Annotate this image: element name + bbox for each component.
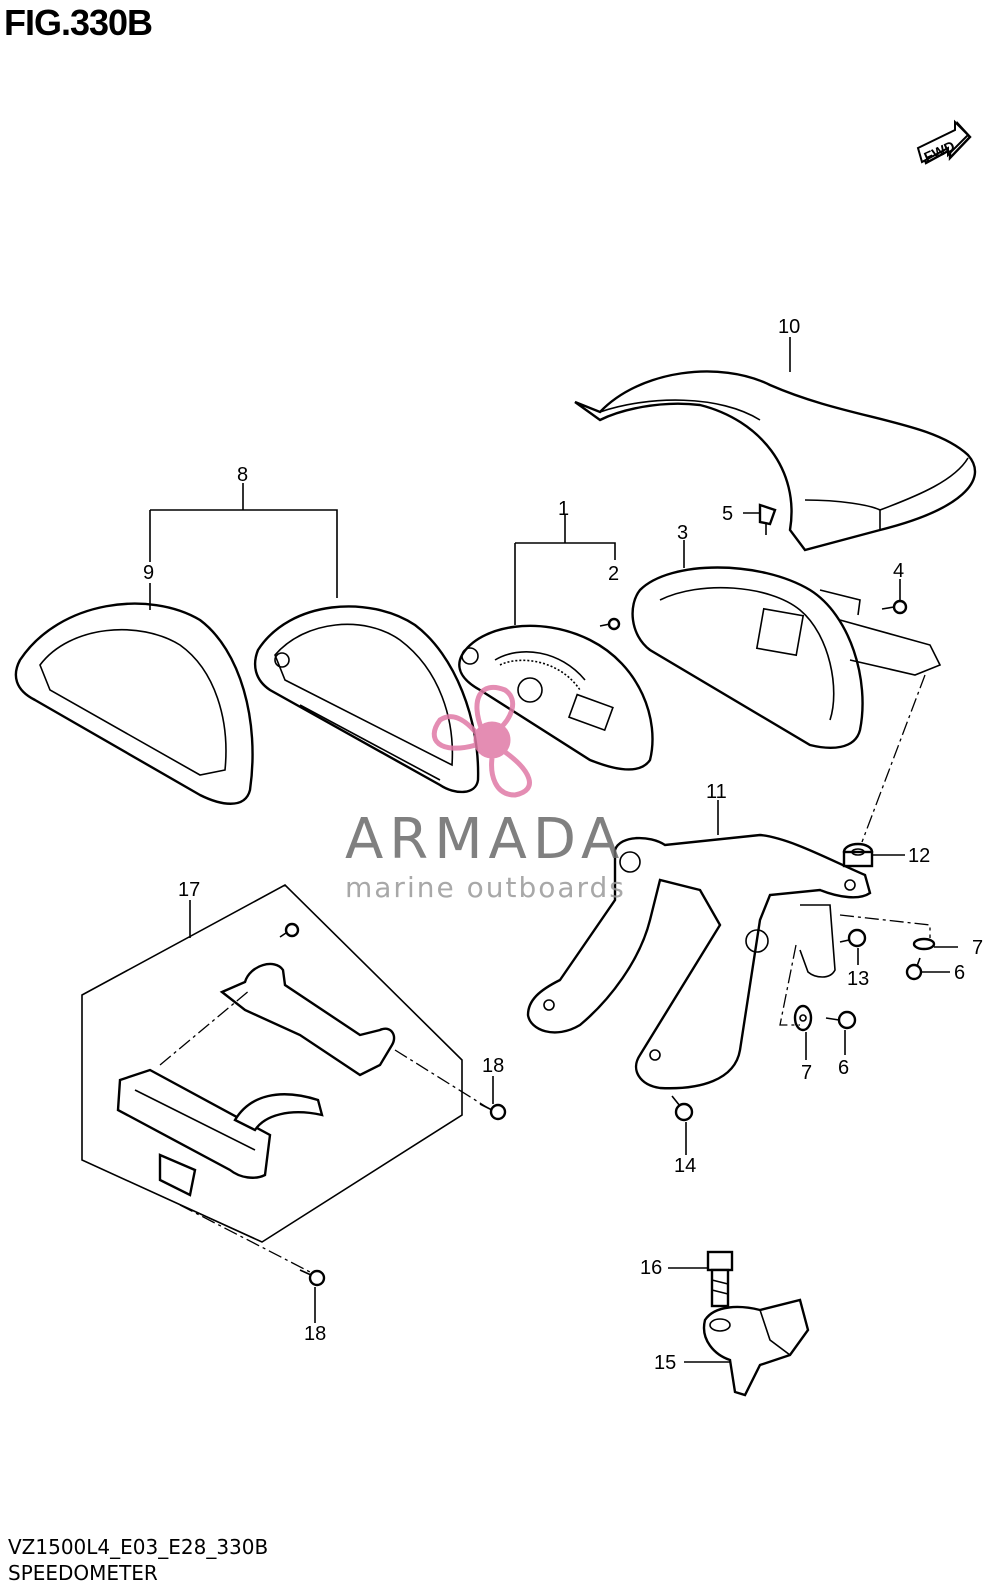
callout-18b: 18 xyxy=(304,1323,326,1345)
callout-3: 3 xyxy=(677,522,688,544)
callout-6b: 6 xyxy=(838,1057,849,1079)
part-screw-2 xyxy=(599,617,621,631)
fwd-label: FWD xyxy=(921,138,957,166)
callout-4: 4 xyxy=(893,560,904,582)
leader-lines xyxy=(149,337,958,1363)
part-light-bracket xyxy=(219,962,396,1077)
part-screw-18b xyxy=(479,1103,507,1121)
section-name: SPEEDOMETER xyxy=(8,1561,158,1585)
part-17-group-outline xyxy=(81,884,463,1243)
part-washer-7b xyxy=(793,1004,813,1032)
callout-14: 14 xyxy=(674,1155,696,1177)
watermark: ARMADA marine outboards xyxy=(345,684,626,904)
part-indicator-light xyxy=(116,1068,324,1197)
part-meter-assembly xyxy=(458,624,654,771)
callout-13: 13 xyxy=(847,968,869,990)
callout-labels: 1 2 3 4 5 6 6 7 7 8 9 10 11 12 13 14 15 … xyxy=(143,316,983,1374)
callout-7b: 7 xyxy=(801,1062,812,1084)
propeller-logo-icon xyxy=(431,684,532,798)
callout-2: 2 xyxy=(608,563,619,585)
part-rear-case xyxy=(631,566,942,749)
part-outer-bezel xyxy=(14,602,254,805)
model-code: VZ1500L4_E03_E28_330B xyxy=(8,1535,269,1559)
watermark-tagline: marine outboards xyxy=(345,871,626,904)
callout-18a: 18 xyxy=(482,1055,504,1077)
callout-9: 9 xyxy=(143,562,154,584)
callout-12: 12 xyxy=(908,845,930,867)
part-meter-case xyxy=(254,605,480,794)
part-screw-6b xyxy=(825,1010,857,1030)
part-visor xyxy=(574,370,977,552)
part-speed-sensor xyxy=(702,1298,810,1397)
part-grommet xyxy=(842,842,874,868)
callout-6a: 6 xyxy=(954,962,965,984)
callout-11: 11 xyxy=(706,781,727,803)
callout-15: 15 xyxy=(654,1352,676,1374)
part-screw-18c xyxy=(299,1269,326,1287)
figure-title: FIG.330B xyxy=(4,2,153,43)
part-screw-18a xyxy=(279,922,300,938)
callout-17: 17 xyxy=(178,879,200,901)
part-washer-7a xyxy=(912,937,936,951)
callout-7a: 7 xyxy=(972,937,983,959)
part-mounting-bracket xyxy=(526,833,872,1090)
callout-5: 5 xyxy=(722,503,733,525)
callout-8: 8 xyxy=(237,464,248,486)
part-screw-13 xyxy=(839,928,867,948)
callout-16: 16 xyxy=(640,1257,662,1279)
part-screw-6a xyxy=(905,957,923,981)
callout-10: 10 xyxy=(778,316,800,338)
part-screw-14 xyxy=(671,1095,694,1122)
callout-1: 1 xyxy=(558,498,569,520)
part-screw-5 xyxy=(758,503,777,535)
part-sensor-bolt xyxy=(706,1250,734,1308)
watermark-name: ARMADA xyxy=(345,807,625,872)
fwd-arrow-icon: FWD xyxy=(916,119,972,166)
part-screw-4 xyxy=(881,599,908,615)
